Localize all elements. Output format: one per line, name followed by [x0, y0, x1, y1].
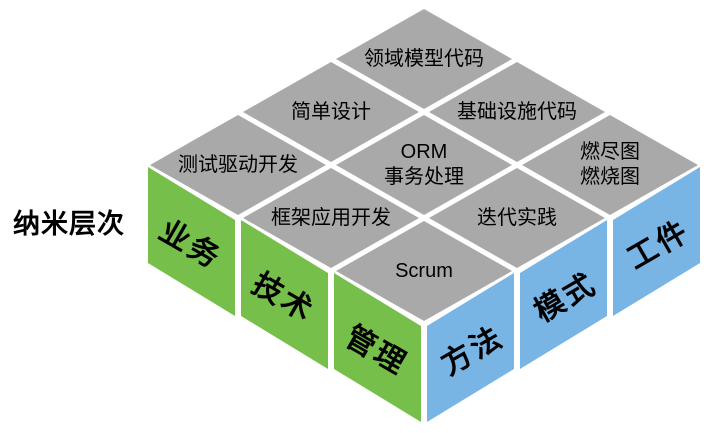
tile-label: 简单设计 — [291, 100, 371, 123]
face-label: 工件 — [621, 213, 696, 276]
tile-label: ORM — [400, 141, 448, 163]
tile-label: 领域模型代码 — [364, 47, 484, 70]
face-label: 方法 — [435, 319, 510, 382]
face-label: 模式 — [528, 266, 603, 329]
tile-label: 迭代实践 — [477, 206, 557, 229]
tile-label: 事务处理 — [384, 166, 464, 188]
face-label: 管理 — [338, 319, 413, 382]
face-label: 业务 — [152, 213, 227, 276]
face-label: 技术 — [245, 266, 320, 329]
tile-label: 燃尽图 — [580, 141, 640, 163]
axis-label: 纳米层次 — [13, 209, 125, 239]
tile-label: 框架应用开发 — [271, 206, 391, 229]
tile-label: Scrum — [395, 259, 453, 282]
tile-label: 测试驱动开发 — [178, 153, 298, 176]
tile-label: 基础设施代码 — [457, 100, 577, 123]
tile-label: 燃烧图 — [580, 166, 640, 188]
